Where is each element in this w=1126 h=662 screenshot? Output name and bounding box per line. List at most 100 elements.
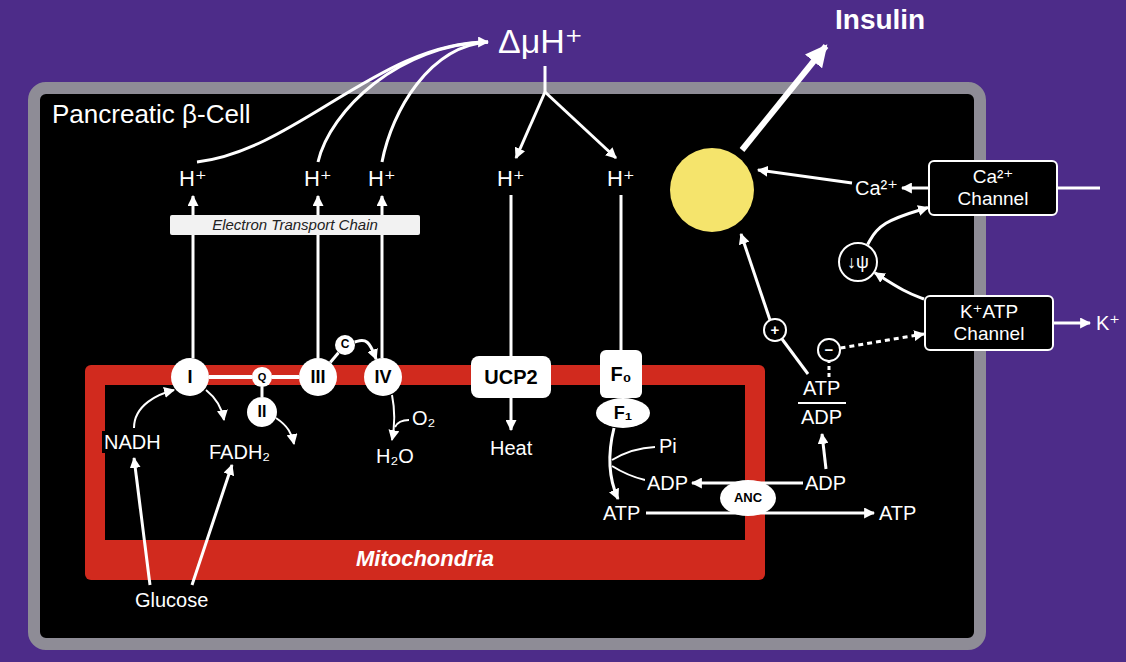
metabolite-label: ADP: [647, 472, 688, 494]
node-text: I: [187, 367, 192, 388]
text-patch: ATP: [601, 502, 642, 524]
ion-label: H⁺: [304, 167, 332, 191]
node-text: F₁: [614, 403, 632, 424]
glucose-arrow: [192, 465, 232, 585]
fraction-bar: [798, 402, 846, 404]
text-patch: ADP: [645, 472, 690, 494]
node-text: ANC: [734, 491, 762, 506]
proton-pump-arrow: [317, 196, 320, 358]
edge-connector: [840, 334, 924, 348]
text-patch: ADP: [803, 472, 848, 494]
gradient-arc: [318, 42, 488, 162]
text-patch: Heat: [488, 437, 534, 459]
channel-box: Ca²⁺ Channel: [928, 160, 1058, 216]
text-patch: ΔμH⁺: [496, 23, 585, 60]
text-patch: ATP: [801, 377, 842, 399]
proton-pump-arrow: [381, 196, 384, 358]
synthase-f1-oval: F₁: [596, 398, 650, 428]
node-text: ↓ψ: [847, 252, 869, 273]
text-patch: H⁺: [366, 167, 398, 191]
substrate-label: Glucose: [135, 589, 208, 611]
node-text: +: [771, 321, 780, 338]
complex-circle: III: [299, 358, 337, 396]
node-text: −: [825, 341, 834, 358]
split-branch: [516, 92, 545, 158]
node-text: UCP2: [484, 366, 537, 389]
text-patch: ATP: [877, 502, 918, 524]
metabolite-label: ATP: [879, 502, 916, 524]
metabolite-label: H₂O: [376, 445, 414, 467]
edge-connector: [260, 387, 263, 397]
node-text: Mitochondria: [85, 546, 765, 571]
electron-entry-arrow: [134, 390, 174, 428]
node-text: F₀: [610, 363, 631, 386]
metabolite-label: O₂: [412, 407, 435, 429]
text-patch: FADH₂: [207, 441, 272, 463]
calcium-arrow: [758, 170, 852, 183]
calcium-influx-arrow: [902, 187, 928, 190]
edge-connector: [875, 273, 924, 299]
text-patch: ADP: [799, 406, 844, 428]
ion-label: Ca²⁺: [855, 177, 898, 199]
proton-return-line: [510, 195, 513, 356]
complex-circle: I: [171, 358, 209, 396]
ion-label: H⁺: [179, 167, 207, 191]
node-text: Q: [258, 371, 267, 384]
stimulation-line: [782, 339, 808, 374]
synthase-f0-box: F₀: [600, 350, 642, 398]
metabolite-label: Pi: [659, 435, 677, 457]
node-text: C: [341, 338, 350, 352]
gradient-arc: [197, 42, 488, 162]
node-text: IV: [374, 367, 391, 388]
text-patch: H⁺: [177, 167, 209, 191]
edge-connector: [330, 353, 338, 363]
metabolite-label: ADP: [805, 472, 846, 494]
electron-exit-arrow: [206, 390, 224, 420]
channel-box: K⁺ATP Channel: [924, 295, 1054, 351]
output-label: Insulin: [835, 5, 925, 36]
node-text: II: [258, 403, 267, 421]
transport-arrow: [692, 482, 803, 485]
sign-circle: −: [817, 338, 840, 361]
ion-label: H⁺: [497, 167, 525, 191]
ratio-arrow: [822, 434, 826, 469]
text-patch: H⁺: [495, 167, 527, 191]
edge-connector: [868, 208, 928, 245]
oxygen-line: [395, 420, 409, 427]
node-text: Electron Transport Chain: [212, 216, 378, 233]
text-patch: Glucose: [133, 589, 210, 611]
text-patch: K⁺: [1094, 312, 1122, 334]
quinone-circle: Q: [252, 367, 271, 386]
electron-exit-arrow: [276, 418, 294, 444]
ratio-numerator: ATP: [803, 377, 840, 399]
node-text: Pancreatic β-Cell: [52, 100, 250, 130]
uncoupling-protein-box: UCP2: [471, 356, 551, 398]
proton-pump-arrow: [192, 196, 195, 358]
proton-return-line: [620, 195, 623, 350]
insulin-granule: [670, 148, 754, 232]
ratio-denominator: ADP: [801, 406, 842, 428]
edge-connector: [209, 375, 252, 379]
cytochrome-circle: C: [335, 335, 355, 355]
text-patch: Ca²⁺: [853, 177, 900, 199]
gradient-arc: [382, 42, 488, 162]
text-patch: H⁺: [302, 167, 334, 191]
complex-circle: IV: [364, 358, 402, 396]
potential-circle: ↓ψ: [838, 242, 878, 282]
transport-arrow: [646, 512, 874, 515]
split-stem: [544, 66, 547, 92]
glucose-arrow: [134, 458, 150, 585]
potassium-efflux-arrow: [1054, 322, 1090, 325]
stimulation-arrow: [741, 234, 770, 320]
substrate-line: [612, 466, 645, 480]
metabolite-label: NADH: [104, 431, 161, 453]
ion-label: H⁺: [607, 167, 635, 191]
inhibition-line: [828, 362, 831, 377]
output-label: Heat: [490, 437, 532, 459]
edge-connector: [272, 375, 299, 379]
text-patch: H₂O: [374, 445, 416, 467]
nucleotide-carrier-oval: ANC: [720, 480, 776, 516]
text-patch: H⁺: [605, 167, 637, 191]
ion-label: K⁺: [1096, 312, 1120, 334]
channel-line: [1058, 187, 1100, 190]
